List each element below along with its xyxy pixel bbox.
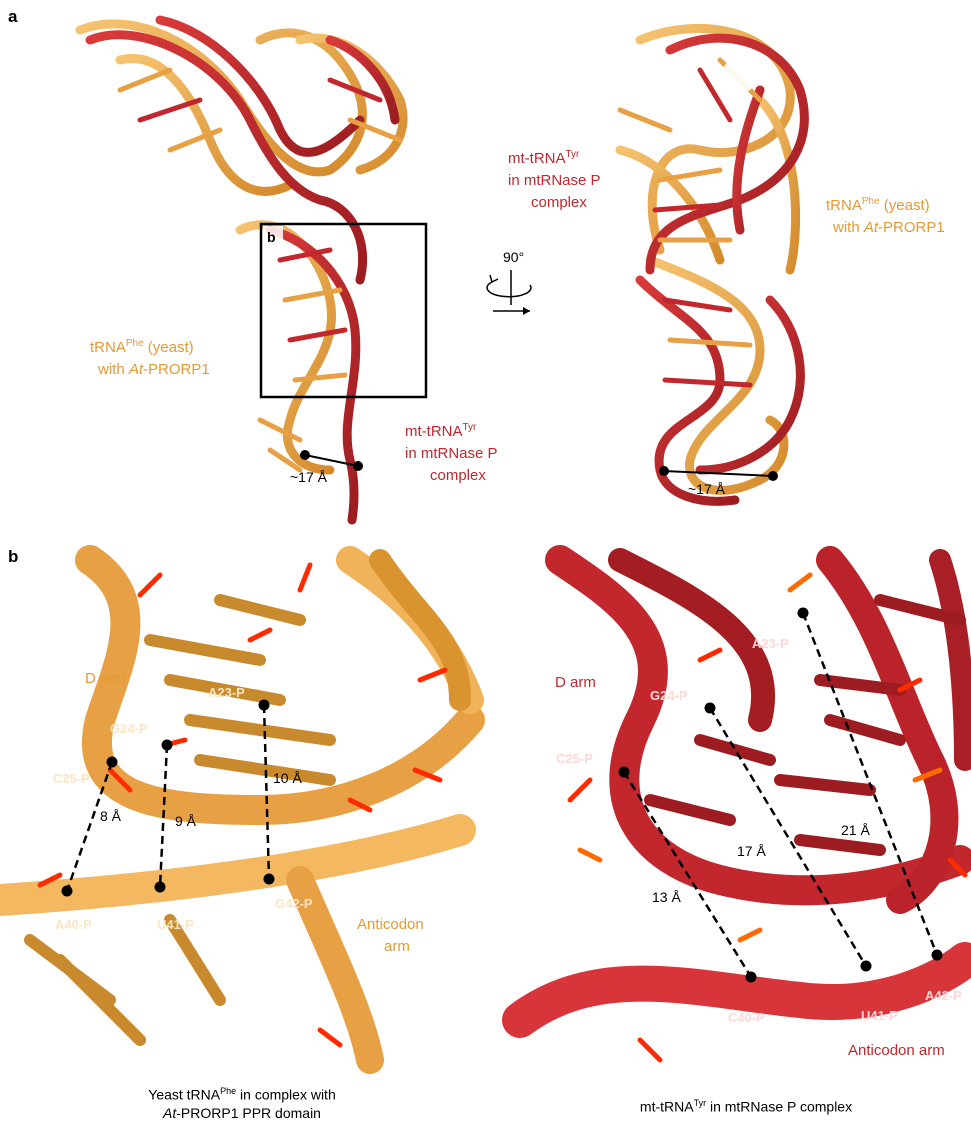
rotation-label: 90° xyxy=(503,249,524,265)
left-distance-label: ~17 Å xyxy=(290,469,328,485)
left-red-label-line2: in mtRNase P xyxy=(405,445,498,462)
left-trna-structure xyxy=(80,20,403,520)
left-distance-point-2 xyxy=(353,461,363,471)
right-distance-point-2 xyxy=(768,471,778,481)
right-dist-21: 21 Å xyxy=(841,822,870,838)
svg-text:U41-P: U41-P xyxy=(157,917,194,932)
svg-text:A23-P: A23-P xyxy=(208,685,245,700)
left-dist-8: 8 Å xyxy=(100,808,122,824)
svg-text:A42-P: A42-P xyxy=(925,988,962,1003)
svg-text:U41-P: U41-P xyxy=(861,1008,898,1023)
right-zoom-structure xyxy=(520,560,965,1060)
svg-text:G42-P: G42-P xyxy=(275,896,313,911)
right-dist-17: 17 Å xyxy=(737,843,766,859)
left-d-arm: D arm xyxy=(85,670,126,687)
svg-text:C25-P: C25-P xyxy=(556,751,593,766)
inset-box xyxy=(261,224,426,397)
right-orange-label-line2: with At-PRORP1 xyxy=(832,219,945,236)
left-zoom-structure xyxy=(0,560,470,1060)
right-trna-structure xyxy=(620,28,804,501)
svg-text:A23-P: A23-P xyxy=(752,636,789,651)
left-distance-point-1 xyxy=(300,450,310,460)
inset-letter: b xyxy=(267,229,276,245)
svg-text:G24-P: G24-P xyxy=(650,688,688,703)
right-orange-label-line1: tRNAPhe (yeast) xyxy=(826,196,930,214)
right-d-arm: D arm xyxy=(555,674,596,691)
right-red-label-line2: in mtRNase P xyxy=(508,172,601,189)
right-anticodon: Anticodon arm xyxy=(848,1042,945,1059)
svg-text:G24-P: G24-P xyxy=(110,721,148,736)
left-anticodon-1: Anticodon xyxy=(357,916,424,933)
left-dist-9: 9 Å xyxy=(175,813,197,829)
left-red-label-line1: mt-tRNATyr xyxy=(405,422,477,440)
right-dist-13: 13 Å xyxy=(652,889,681,905)
left-red-label-line3: complex xyxy=(430,467,486,484)
left-dist-10: 10 Å xyxy=(273,770,302,786)
right-red-label-line3: complex xyxy=(531,194,587,211)
left-anticodon-2: arm xyxy=(384,938,410,955)
svg-text:C25-P: C25-P xyxy=(53,771,90,786)
left-orange-label-line2: with At-PRORP1 xyxy=(97,361,210,378)
panel-b-letter: b xyxy=(8,547,18,566)
rotation-symbol: 90° xyxy=(487,249,531,315)
right-caption: mt-tRNATyr in mtRNase P complex xyxy=(596,1094,896,1116)
panel-a-letter: a xyxy=(8,7,18,26)
svg-text:A40-P: A40-P xyxy=(55,917,92,932)
svg-text:C40-P: C40-P xyxy=(728,1010,765,1025)
right-distance-point-1 xyxy=(659,466,669,476)
right-red-label-line1: mt-tRNATyr xyxy=(508,149,580,167)
left-orange-label-line1: tRNAPhe (yeast) xyxy=(90,338,194,356)
left-caption: Yeast tRNAPhe in complex with At-PRORP1 … xyxy=(92,1082,392,1122)
right-distance-label: ~17 Å xyxy=(688,481,726,497)
